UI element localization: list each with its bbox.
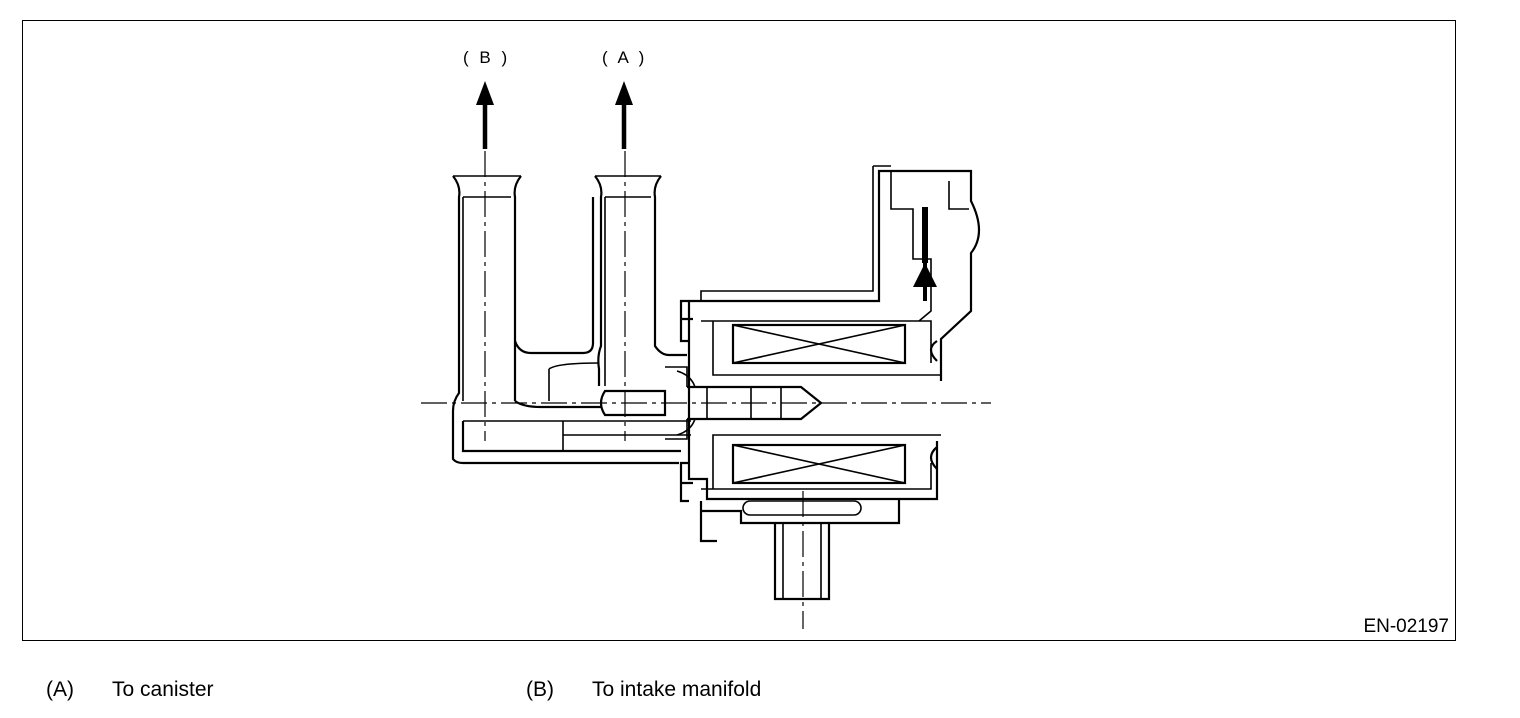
legend-item-b: (B) To intake manifold: [526, 678, 761, 702]
legend-text-a: To canister: [112, 678, 214, 701]
tube-web: [513, 197, 595, 355]
purge-control-solenoid-valve-cross-section: [421, 81, 991, 629]
flow-arrow-terminal: [913, 207, 937, 301]
port-tube-a: [594, 175, 687, 386]
diagram-frame: ( B ) ( A ) EN-02197: [22, 20, 1456, 641]
arrow-label-a: ( A ): [602, 48, 648, 67]
legend-item-a: (A) To canister: [46, 678, 214, 702]
legend-key-a: (A): [46, 678, 74, 701]
flange-upper: [679, 299, 693, 343]
flow-arrow-a: [615, 81, 633, 149]
legend-key-b: (B): [526, 678, 554, 701]
flange-lower: [679, 461, 693, 503]
coil-lower: [731, 443, 907, 485]
coil-upper: [731, 323, 907, 365]
legend-text-b: To intake manifold: [592, 678, 762, 701]
mounting-bracket: [699, 499, 901, 601]
valve-body: [687, 165, 981, 501]
arrow-label-b: ( B ): [463, 48, 511, 67]
port-tube-b: [451, 175, 679, 465]
figure-code: EN-02197: [1363, 616, 1449, 637]
flow-arrow-b: [476, 81, 494, 149]
